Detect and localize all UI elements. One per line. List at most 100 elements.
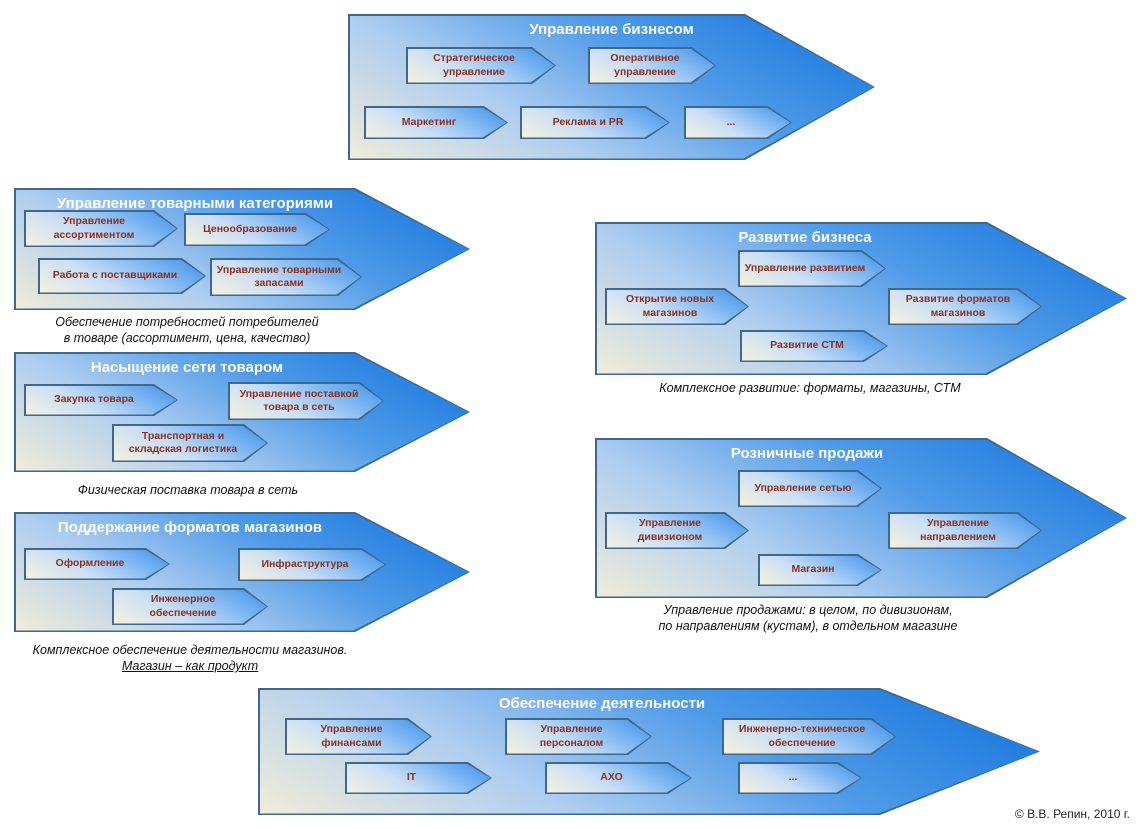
subprocess-format-development: Развитие форматов магазинов (888, 288, 1042, 325)
subprocess-pricing: Ценообразование (184, 213, 330, 246)
subprocess-label: Транспортная и складская логистика (128, 429, 238, 455)
subprocess-ellipsis: ... (738, 762, 862, 794)
arrow-body (26, 386, 177, 415)
block-caption-saturation: Физическая поставка товара в сеть (77, 483, 299, 497)
subprocess-engineering-support: Инженерное обеспечение (112, 588, 268, 625)
arrow-body (686, 108, 791, 138)
subprocess-it: IT (345, 762, 492, 794)
arrow-body (740, 252, 885, 286)
subprocess-engineering-technical-support: Инженерно-техническое обеспечение (722, 718, 896, 755)
subprocess-label: Ценообразование (203, 222, 297, 235)
arrow-body (366, 108, 507, 138)
arrow-body (724, 720, 895, 754)
subprocess-label: Инженерно-техническое обеспечение (738, 723, 866, 749)
subprocess-goods-purchasing: Закупка товара (24, 384, 178, 416)
subprocess-label: Управление направлением (920, 517, 996, 543)
subprocess-label: Управление товарными запасами (216, 263, 342, 289)
arrow-body (186, 215, 329, 245)
subprocess-label: Развитие СТМ (770, 339, 844, 352)
arrow-body (507, 720, 651, 754)
block-title: Управление бизнесом (529, 21, 694, 38)
arrow-body (890, 290, 1041, 324)
subprocess-supplier-relations: Работа с поставщиками (38, 258, 206, 294)
arrow-body (26, 212, 177, 246)
arrow-body (740, 472, 881, 506)
subprocess-operational-management: Оперативное управление (588, 47, 716, 84)
subprocess-logistics: Транспортная и складская логистика (112, 424, 268, 462)
subprocess-label: Инфраструктура (261, 557, 349, 570)
arrow-body (230, 384, 383, 419)
arrow-body (287, 720, 431, 754)
subprocess-strategic-management: Стратегическое управление (406, 47, 556, 84)
subprocess-label: Управление развитием (744, 261, 866, 274)
block-title: Розничные продажи (730, 445, 884, 462)
subprocess-assortment-management: Управление ассортиментом (24, 210, 178, 247)
block-caption-retail: Управление продажами: в целом, по дивизи… (658, 603, 958, 634)
block-title: Обеспечение деятельности (498, 695, 706, 712)
subprocess-new-stores: Открытие новых магазинов (605, 288, 749, 325)
arrow-body (742, 332, 887, 361)
block-network-saturation: Насыщение сети товаром Закупка товара Уп… (14, 352, 470, 472)
arrow-body (607, 290, 748, 324)
subprocess-hr-management: Управление персоналом (505, 718, 652, 755)
subprocess-private-label-development: Развитие СТМ (740, 330, 888, 362)
block-business-development: Развитие бизнеса Управление развитием От… (595, 222, 1127, 375)
subprocess-label: Инженерное обеспечение (149, 593, 217, 619)
arrow-body (408, 49, 555, 83)
arrow-body (347, 764, 491, 793)
subprocess-marketing: Маркетинг (364, 106, 508, 139)
arrow-body (212, 260, 361, 295)
subprocess-label: Управление персоналом (539, 723, 604, 749)
subprocess-inventory-management: Управление товарными запасами (210, 258, 362, 296)
arrow-body (740, 764, 861, 793)
subprocess-label: Управление ассортиментом (53, 215, 135, 241)
subprocess-development-management: Управление развитием (738, 250, 886, 287)
subprocess-direction-management: Управление направлением (888, 512, 1042, 549)
subprocess-label: Магазин (791, 563, 835, 576)
block-title: Управление товарными категориями (56, 195, 334, 212)
subprocess-division-management: Управление дивизионом (605, 512, 749, 549)
subprocess-store-design: Оформление (24, 548, 170, 580)
arrow-body (114, 590, 267, 624)
subprocess-label: Управление сетью (754, 481, 852, 494)
block-store-formats: Поддержание форматов магазинов Оформлени… (14, 512, 470, 632)
block-retail-sales: Розничные продажи Управление сетью Управ… (595, 438, 1127, 598)
subprocess-label: Работа с поставщиками (52, 269, 178, 282)
block-caption-development: Комплексное развитие: форматы, магазины,… (659, 381, 961, 395)
block-title: Развитие бизнеса (738, 229, 872, 246)
arrow-body (240, 550, 385, 580)
subprocess-label: Оперативное управление (610, 52, 680, 78)
subprocess-label: АХО (600, 771, 623, 784)
subprocess-label: ... (726, 115, 736, 128)
caption-line: Комплексное обеспечение деятельности маг… (32, 643, 348, 657)
arrow-body (760, 556, 881, 585)
subprocess-label: Маркетинг (401, 115, 457, 128)
subprocess-infrastructure: Инфраструктура (238, 548, 386, 581)
block-caption-formats: Комплексное обеспечение деятельности маг… (10, 642, 370, 675)
arrow-body (40, 260, 205, 293)
block-product-categories: Управление товарными категориями Управле… (14, 188, 470, 310)
subprocess-label: IT (406, 771, 417, 784)
subprocess-store: Магазин (758, 554, 882, 586)
subprocess-ellipsis: ... (684, 106, 792, 139)
arrow-body (590, 49, 715, 83)
block-business-management: Управление бизнесом Стратегическое управ… (348, 14, 875, 160)
subprocess-label: Закупка товара (54, 393, 134, 406)
subprocess-label: Управление поставкой товара в сеть (239, 387, 359, 413)
subprocess-label: Реклама и PR (552, 115, 624, 128)
subprocess-finance-management: Управление финансами (285, 718, 432, 755)
subprocess-network-management: Управление сетью (738, 470, 882, 507)
subprocess-label: ... (788, 771, 798, 784)
subprocess-label: Открытие новых магазинов (625, 293, 715, 319)
caption-line-underlined: Магазин – как продукт (121, 659, 259, 674)
arrow-body (522, 108, 669, 138)
block-activity-support: Обеспечение деятельности Управление фина… (258, 688, 1040, 815)
subprocess-label: Стратегическое управление (433, 52, 515, 78)
arrow-body (26, 550, 169, 579)
block-title: Насыщение сети товаром (90, 359, 284, 376)
subprocess-aho: АХО (545, 762, 692, 794)
arrow-body (890, 514, 1041, 548)
block-title: Поддержание форматов магазинов (57, 519, 323, 536)
subprocess-label: Управление дивизионом (637, 517, 703, 543)
